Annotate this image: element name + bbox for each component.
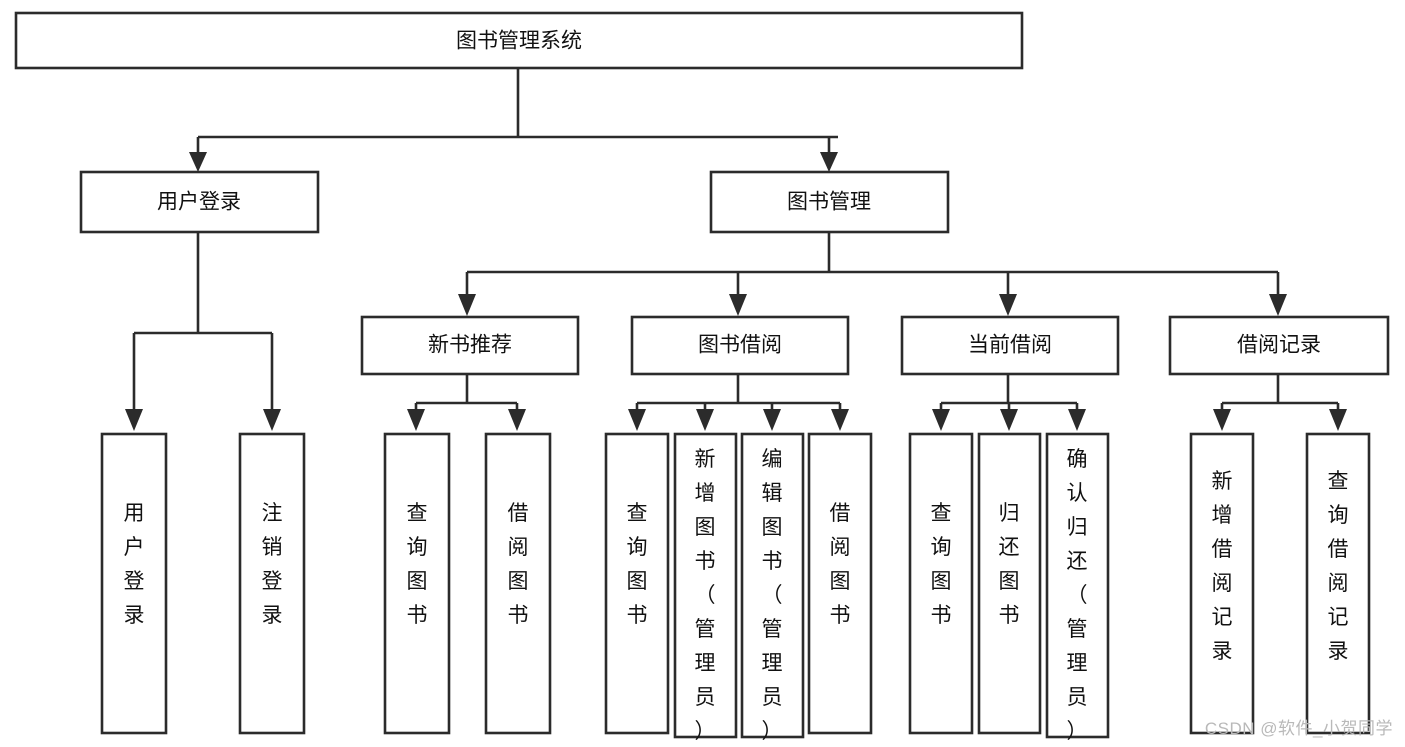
leaf-borrow-record-1[interactable]: 查询借阅记录 bbox=[1305, 432, 1371, 735]
node-book-manage-label: 图书管理 bbox=[787, 191, 871, 214]
leaf-book-borrow-1-label: 新增图书（管理员） bbox=[695, 448, 716, 743]
arrow-head-book-borrow bbox=[729, 294, 747, 316]
leaf-current-borrow-0-box[interactable] bbox=[908, 432, 974, 735]
leaf-user-login-0-box[interactable] bbox=[100, 432, 168, 735]
arrow-head-leaf-new-book-rec-0 bbox=[407, 409, 425, 431]
arrow-head-user-login bbox=[189, 152, 207, 172]
leaf-book-borrow-3-box[interactable] bbox=[807, 432, 873, 735]
node-current-borrow[interactable]: 当前借阅 bbox=[900, 315, 1120, 376]
leaf-user-login-0-label: 用户登录 bbox=[124, 502, 145, 627]
leaf-current-borrow-2-label: 确认归还（管理员） bbox=[1067, 448, 1088, 743]
leaf-current-borrow-1[interactable]: 归还图书 bbox=[977, 432, 1042, 735]
leaf-book-borrow-1[interactable]: 新增图书（管理员） bbox=[673, 432, 738, 743]
leaf-user-login-1-box[interactable] bbox=[238, 432, 306, 735]
leaf-book-borrow-3-label: 借阅图书 bbox=[830, 502, 851, 627]
leaf-book-borrow-0-label: 查询图书 bbox=[627, 502, 648, 627]
arrow-head-leaf-user-login-1 bbox=[263, 409, 281, 431]
leaf-borrow-record-0[interactable]: 新增借阅记录 bbox=[1189, 432, 1255, 735]
leaf-current-borrow-1-label: 归还图书 bbox=[999, 502, 1020, 627]
connector-layer bbox=[125, 68, 1347, 431]
leaf-borrow-record-1-label: 查询借阅记录 bbox=[1328, 470, 1349, 663]
arrow-head-leaf-borrow-record-1 bbox=[1329, 409, 1347, 431]
arrow-head-leaf-book-borrow-2 bbox=[763, 409, 781, 431]
node-user-login[interactable]: 用户登录 bbox=[79, 170, 320, 234]
leaf-book-borrow-2-box[interactable] bbox=[740, 432, 805, 739]
leaf-user-login-0[interactable]: 用户登录 bbox=[100, 432, 168, 735]
node-root-label: 图书管理系统 bbox=[456, 30, 582, 53]
arrow-head-leaf-book-borrow-3 bbox=[831, 409, 849, 431]
leaf-book-borrow-0[interactable]: 查询图书 bbox=[604, 432, 670, 735]
arrow-head-new-book-rec bbox=[458, 294, 476, 316]
node-user-login-label: 用户登录 bbox=[157, 191, 241, 214]
leaf-borrow-record-0-box[interactable] bbox=[1189, 432, 1255, 735]
node-current-borrow-box[interactable] bbox=[900, 315, 1120, 376]
leaf-new-book-rec-0[interactable]: 查询图书 bbox=[383, 432, 451, 735]
node-book-borrow-label: 图书借阅 bbox=[698, 334, 782, 357]
leaf-current-borrow-0-label: 查询图书 bbox=[931, 502, 952, 627]
leaf-user-login-1-label: 注销登录 bbox=[262, 502, 283, 627]
arrow-head-leaf-user-login-0 bbox=[125, 409, 143, 431]
leaf-new-book-rec-0-label: 查询图书 bbox=[407, 502, 428, 627]
node-root[interactable]: 图书管理系统 bbox=[14, 11, 1024, 70]
arrow-head-leaf-book-borrow-1 bbox=[696, 409, 714, 431]
node-current-borrow-label: 当前借阅 bbox=[968, 334, 1052, 357]
leaf-new-book-rec-1[interactable]: 借阅图书 bbox=[484, 432, 552, 735]
node-new-book-rec-box[interactable] bbox=[360, 315, 580, 376]
leaf-user-login-1[interactable]: 注销登录 bbox=[238, 432, 306, 735]
leaf-current-borrow-1-box[interactable] bbox=[977, 432, 1042, 735]
node-borrow-record-label: 借阅记录 bbox=[1237, 334, 1321, 357]
node-new-book-rec[interactable]: 新书推荐 bbox=[360, 315, 580, 376]
leaf-book-borrow-2-label: 编辑图书（管理员） bbox=[762, 448, 783, 743]
node-book-borrow[interactable]: 图书借阅 bbox=[630, 315, 850, 376]
node-book-manage[interactable]: 图书管理 bbox=[709, 170, 950, 234]
arrow-head-book-manage bbox=[820, 152, 838, 172]
leaf-book-borrow-3[interactable]: 借阅图书 bbox=[807, 432, 873, 735]
leaf-book-borrow-2[interactable]: 编辑图书（管理员） bbox=[740, 432, 805, 743]
arrow-head-leaf-current-borrow-0 bbox=[932, 409, 950, 431]
arrow-head-leaf-borrow-record-0 bbox=[1213, 409, 1231, 431]
leaf-book-borrow-1-box[interactable] bbox=[673, 432, 738, 739]
arrow-head-leaf-book-borrow-0 bbox=[628, 409, 646, 431]
leaf-new-book-rec-0-box[interactable] bbox=[383, 432, 451, 735]
arrow-head-leaf-current-borrow-2 bbox=[1068, 409, 1086, 431]
arrow-head-borrow-record bbox=[1269, 294, 1287, 316]
leaf-borrow-record-0-label: 新增借阅记录 bbox=[1212, 470, 1233, 663]
node-root-box[interactable] bbox=[14, 11, 1024, 70]
arrow-head-current-borrow bbox=[999, 294, 1017, 316]
leaf-book-borrow-0-box[interactable] bbox=[604, 432, 670, 735]
node-borrow-record-box[interactable] bbox=[1168, 315, 1390, 376]
node-book-borrow-box[interactable] bbox=[630, 315, 850, 376]
arrow-head-leaf-current-borrow-1 bbox=[1000, 409, 1018, 431]
leaf-new-book-rec-1-label: 借阅图书 bbox=[508, 502, 529, 627]
leaf-current-borrow-2[interactable]: 确认归还（管理员） bbox=[1045, 432, 1110, 743]
node-book-manage-box[interactable] bbox=[709, 170, 950, 234]
node-new-book-rec-label: 新书推荐 bbox=[428, 334, 512, 357]
leaf-borrow-record-1-box[interactable] bbox=[1305, 432, 1371, 735]
arrow-head-leaf-new-book-rec-1 bbox=[508, 409, 526, 431]
node-borrow-record[interactable]: 借阅记录 bbox=[1168, 315, 1390, 376]
node-user-login-box[interactable] bbox=[79, 170, 320, 234]
leaf-new-book-rec-1-box[interactable] bbox=[484, 432, 552, 735]
leaf-current-borrow-0[interactable]: 查询图书 bbox=[908, 432, 974, 735]
leaf-current-borrow-2-box[interactable] bbox=[1045, 432, 1110, 739]
